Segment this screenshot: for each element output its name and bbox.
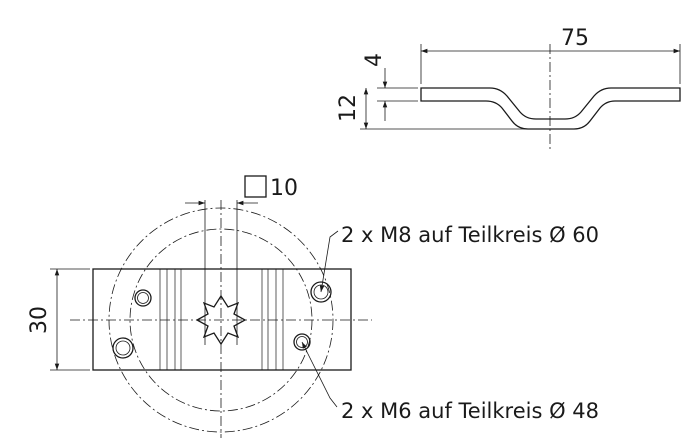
- dim-thickness-label: 4: [362, 53, 387, 67]
- strap-profile: [420, 87, 681, 130]
- star-opening: [195, 294, 247, 346]
- label-m6-holes: 2 x M6 auf Teilkreis Ø 48: [341, 399, 599, 423]
- m8-hole-right: [310, 281, 332, 303]
- leader-m6: [301, 341, 338, 408]
- side-view: 75 4 12: [336, 26, 681, 152]
- dim-width-label: 30: [27, 306, 52, 334]
- label-m8-holes: 2 x M8 auf Teilkreis Ø 60: [341, 223, 599, 247]
- m8-hole-left: [112, 337, 134, 359]
- m6-hole-left: [134, 289, 152, 307]
- dim-length-label: 75: [561, 26, 589, 51]
- leader-m8: [319, 230, 339, 293]
- dim-square-label: 10: [270, 176, 298, 201]
- square-symbol: [244, 175, 267, 198]
- plate-outline: [92, 268, 352, 371]
- top-view: 10 30 2 x M8 auf Teilkreis Ø 60 2 x M6: [27, 175, 599, 438]
- bend-lines: [159, 269, 284, 370]
- dim-height-label: 12: [336, 94, 361, 122]
